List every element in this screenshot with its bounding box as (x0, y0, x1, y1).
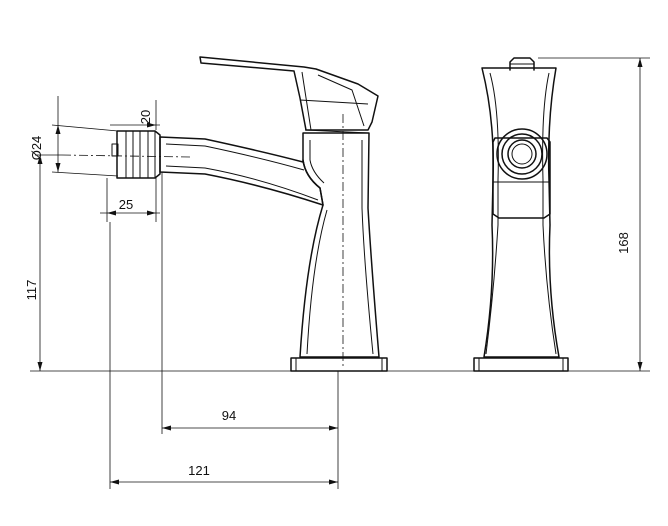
side-lever-handle (199, 56, 379, 131)
front-spray-holder (492, 137, 551, 219)
dim-spout-reach: 94 (161, 172, 339, 434)
dim-total-height-label: 168 (616, 232, 631, 254)
dim-spray-depth: 20 (110, 100, 160, 130)
side-spray-head (116, 130, 161, 179)
front-spray-nozzle (496, 128, 548, 180)
side-base-plate (290, 357, 388, 372)
dim-overall-reach-label: 121 (188, 463, 210, 478)
dim-spray-depth-label: 20 (138, 110, 153, 124)
dim-outlet-height: 117 (24, 154, 62, 371)
side-view (61, 56, 388, 372)
front-view (473, 57, 569, 372)
dim-spray-diameter-label: Ø24 (29, 136, 44, 161)
side-spout (159, 136, 324, 206)
dim-overall-reach: 121 (109, 222, 339, 489)
dim-spray-diameter: Ø24 (29, 96, 119, 177)
dim-total-height: 168 (538, 57, 650, 371)
dimension-annotations: Ø24 20 25 117 (24, 57, 650, 489)
dim-spray-offset: 25 (100, 178, 160, 222)
side-centerline-spout (61, 154, 191, 158)
dim-spout-reach-label: 94 (222, 408, 236, 423)
front-top-cap (509, 57, 535, 71)
dim-outlet-height-label: 117 (24, 280, 39, 301)
dim-spray-offset-label: 25 (119, 197, 133, 212)
front-base-plate (473, 357, 569, 372)
